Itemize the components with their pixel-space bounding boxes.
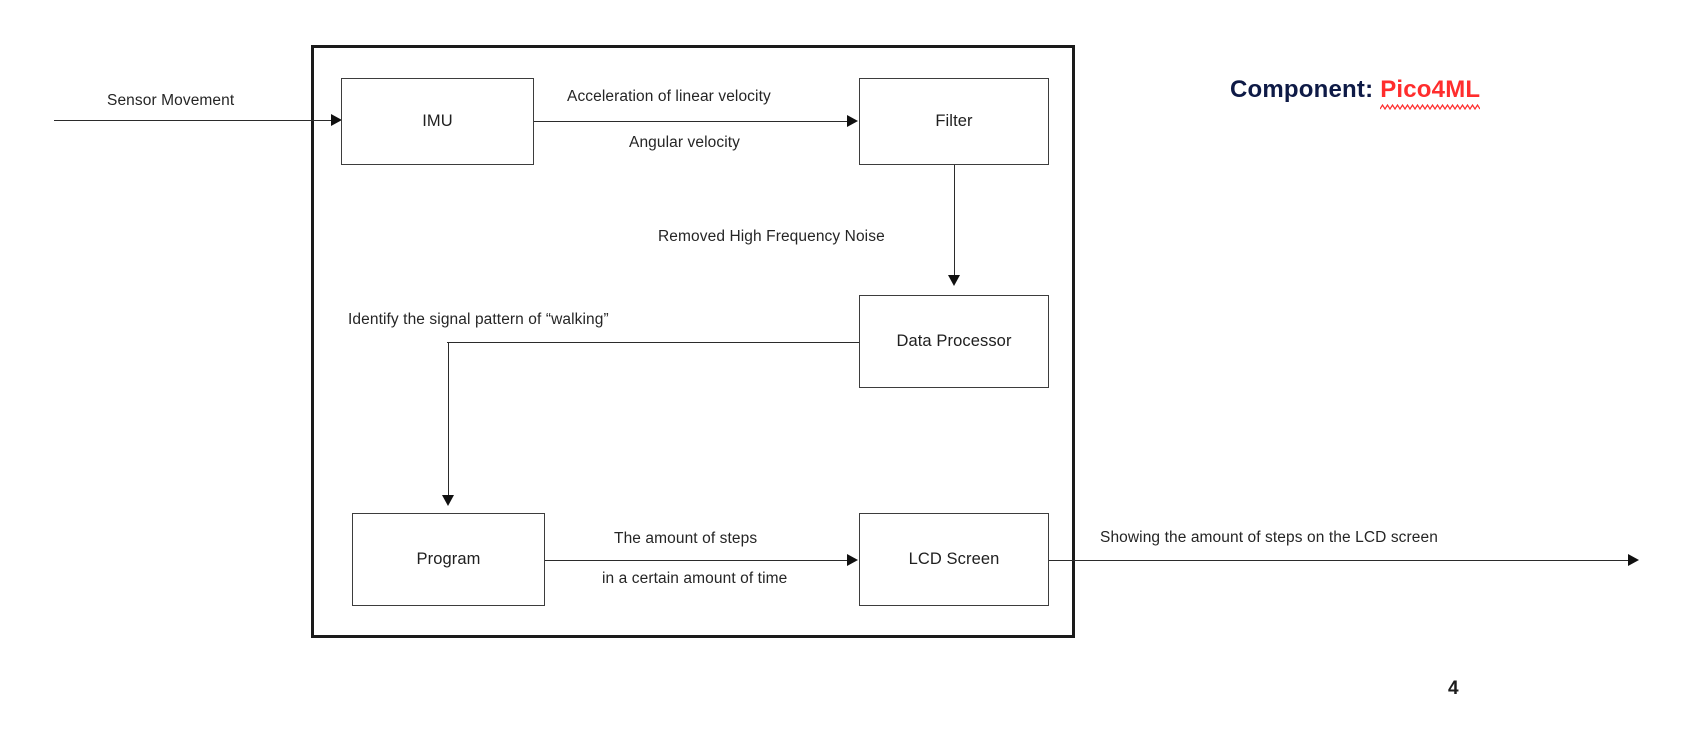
node-lcd-screen-label: LCD Screen [908, 550, 1000, 568]
edge-arrowhead-dataprocessor-to-program [442, 495, 454, 506]
edge-line-imu-to-filter [534, 121, 848, 122]
edge-line-dataprocessor-to-program-horizontal [447, 342, 859, 343]
edge-label-acceleration-linear-velocity: Acceleration of linear velocity [567, 88, 771, 105]
node-program-label: Program [416, 550, 481, 568]
spellcheck-squiggle-icon [1380, 104, 1480, 110]
edge-label-removed-high-frequency-noise: Removed High Frequency Noise [658, 228, 885, 245]
component-annotation: Component: Pico4ML [1230, 76, 1480, 104]
node-filter-label: Filter [935, 112, 973, 130]
edge-label-angular-velocity: Angular velocity [629, 134, 741, 151]
edge-label-sensor-movement: Sensor Movement [107, 92, 235, 109]
edge-label-identify-walking-pattern: Identify the signal pattern of “walking” [348, 311, 609, 328]
edge-label-showing-steps-on-lcd: Showing the amount of steps on the LCD s… [1100, 529, 1438, 546]
system-boundary-box [311, 45, 1075, 638]
edge-line-filter-to-dataprocessor [954, 165, 955, 277]
component-annotation-value-wrapper: Pico4ML [1380, 76, 1480, 105]
edge-line-output [1049, 560, 1635, 561]
edge-arrowhead-program-to-lcd [847, 554, 858, 566]
edge-arrowhead-filter-to-dataprocessor [948, 275, 960, 286]
edge-line-dataprocessor-to-program-vertical [448, 342, 449, 497]
node-lcd-screen[interactable]: LCD Screen [859, 513, 1049, 606]
node-filter[interactable]: Filter [859, 78, 1049, 165]
node-imu[interactable]: IMU [341, 78, 534, 165]
component-annotation-value: Pico4ML [1380, 76, 1481, 103]
edge-line-program-to-lcd [545, 560, 848, 561]
edge-label-certain-amount-of-time: in a certain amount of time [602, 570, 788, 587]
edge-arrowhead-imu-to-filter [847, 115, 858, 127]
edge-arrowhead-output [1628, 554, 1639, 566]
page-number: 4 [1448, 678, 1459, 699]
node-data-processor[interactable]: Data Processor [859, 295, 1049, 388]
edge-label-amount-of-steps: The amount of steps [614, 530, 758, 547]
component-annotation-prefix: Component: [1230, 76, 1374, 103]
node-imu-label: IMU [422, 112, 453, 130]
node-data-processor-label: Data Processor [896, 332, 1012, 350]
edge-line-input [54, 120, 338, 121]
edge-arrowhead-input [331, 114, 342, 126]
node-program[interactable]: Program [352, 513, 545, 606]
